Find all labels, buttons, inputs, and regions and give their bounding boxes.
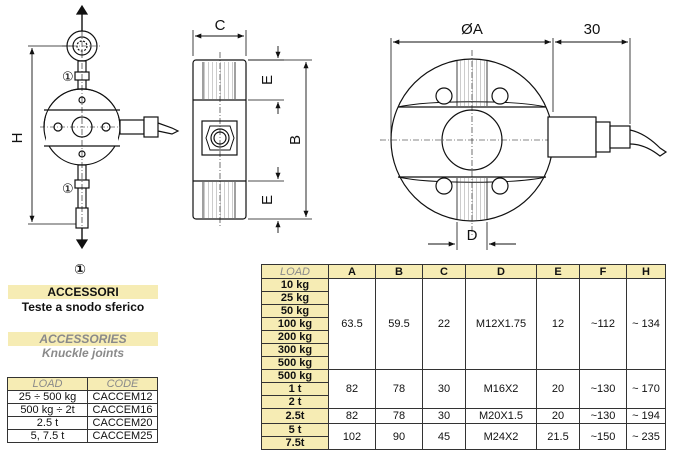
header-b: B	[375, 264, 423, 279]
code-cell: CACCEM16	[87, 403, 158, 417]
value-e: 20	[536, 408, 580, 424]
accessories-subtitle-it: Teste a snodo sferico	[21, 300, 145, 314]
value-h: ~ 194	[626, 408, 666, 424]
value-f: ~130	[579, 369, 627, 409]
table-row: 200 kg	[261, 330, 666, 344]
value-c: 45	[422, 423, 466, 450]
dimension-b-label: B	[287, 135, 304, 145]
load-cell: 5, 7.5 t	[7, 429, 88, 443]
value-f: ~150	[579, 423, 627, 450]
table-row: 25 ÷ 500 kg CACCEM12	[7, 390, 158, 404]
value-d: M24X2	[465, 423, 537, 450]
header-f: F	[579, 264, 627, 279]
table-row: 300 kg	[261, 343, 666, 357]
value-c: 22	[422, 278, 466, 370]
table-row: 7.5t	[261, 436, 666, 450]
value-b: 78	[375, 408, 423, 424]
table-row: 500 kg ÷ 2t CACCEM16	[7, 403, 158, 417]
table-row: 2.5t 82 78 30 M20X1.5 20 ~130 ~ 194	[261, 408, 666, 424]
header-a: A	[328, 264, 376, 279]
callout-top: ①	[62, 70, 74, 85]
value-c: 30	[422, 369, 466, 409]
value-d: M16X2	[465, 369, 537, 409]
value-b: 78	[375, 369, 423, 409]
accessories-subtitle-en: Knuckle joints	[41, 346, 124, 360]
table-row: 1 t	[261, 382, 666, 396]
value-a: 102	[328, 423, 376, 450]
side-view-with-knuckle-joints	[28, 4, 180, 250]
load-cell: 1 t	[261, 382, 329, 396]
table-row: 2.5 t CACCEM20	[7, 416, 158, 430]
dimension-e-top-label: E	[259, 75, 276, 85]
dimension-h-label: H	[9, 133, 26, 144]
header-c: C	[422, 264, 466, 279]
value-b: 90	[375, 423, 423, 450]
load-cell: 2 t	[261, 395, 329, 409]
load-cell: 200 kg	[261, 330, 329, 344]
value-a: 82	[328, 369, 376, 409]
dimension-e-bottom-label: E	[259, 195, 276, 205]
value-b: 59.5	[375, 278, 423, 370]
table-row: 100 kg	[261, 317, 666, 331]
header-code: CODE	[87, 377, 158, 391]
header-load: LOAD	[261, 264, 329, 279]
accessories-title-en: ACCESSORIES	[8, 332, 158, 346]
accessories-code-table: LOAD CODE 25 ÷ 500 kg CACCEM12 500 kg ÷ …	[7, 377, 158, 443]
load-cell: 500 kg	[261, 369, 329, 383]
table-row: 500 kg 82 78 30 M16X2 20 ~130 ~ 170	[261, 369, 666, 409]
header-load: LOAD	[7, 377, 88, 391]
load-cell: 50 kg	[261, 304, 329, 318]
table-row: 10 kg 63.5 59.5 22 M12X1.75 12 ~112 ~ 13…	[261, 278, 666, 370]
profile-view	[192, 30, 312, 233]
dimensions-table: LOAD A B C D E F H 10 kg 63.5 59.5 22 M1…	[261, 264, 666, 450]
value-d: M20X1.5	[465, 408, 537, 424]
table-row: 5 t 102 90 45 M24X2 21.5 ~150 ~ 235	[261, 423, 666, 450]
value-d: M12X1.75	[465, 278, 537, 370]
table-row: 5, 7.5 t CACCEM25	[7, 429, 158, 443]
load-cell: 500 kg ÷ 2t	[7, 403, 88, 417]
load-cell: 25 ÷ 500 kg	[7, 390, 88, 404]
value-e: 20	[536, 369, 580, 409]
value-c: 30	[422, 408, 466, 424]
front-view	[380, 38, 668, 250]
value-h: ~ 235	[626, 423, 666, 450]
dimension-c-label: C	[215, 17, 226, 34]
value-e: 21.5	[536, 423, 580, 450]
value-e: 12	[536, 278, 580, 370]
load-cell: 2.5t	[261, 408, 329, 424]
accessories-title-it: ACCESSORI	[8, 285, 158, 299]
header-e: E	[536, 264, 580, 279]
load-cell: 2.5 t	[7, 416, 88, 430]
header-h: H	[626, 264, 666, 279]
load-cell: 7.5t	[261, 436, 329, 450]
load-cell: 500 kg	[261, 356, 329, 370]
technical-drawings: H ① ① C E	[9, 4, 668, 250]
header-d: D	[465, 264, 537, 279]
dimension-30-label: 30	[584, 21, 601, 38]
accessories-callout: ①	[74, 262, 86, 278]
load-cell: 25 kg	[261, 291, 329, 305]
code-cell: CACCEM12	[87, 390, 158, 404]
value-f: ~130	[579, 408, 627, 424]
load-cell: 100 kg	[261, 317, 329, 331]
value-h: ~ 134	[626, 278, 666, 370]
load-cell: 300 kg	[261, 343, 329, 357]
value-a: 82	[328, 408, 376, 424]
value-f: ~112	[579, 278, 627, 370]
dimension-oa-label: ØA	[461, 21, 483, 38]
value-h: ~ 170	[626, 369, 666, 409]
code-cell: CACCEM25	[87, 429, 158, 443]
value-a: 63.5	[328, 278, 376, 370]
dimension-d-label: D	[467, 227, 478, 244]
table-row: 50 kg	[261, 304, 666, 318]
load-cell: 10 kg	[261, 278, 329, 292]
callout-bottom: ①	[62, 182, 74, 197]
code-cell: CACCEM20	[87, 416, 158, 430]
load-cell: 5 t	[261, 423, 329, 437]
